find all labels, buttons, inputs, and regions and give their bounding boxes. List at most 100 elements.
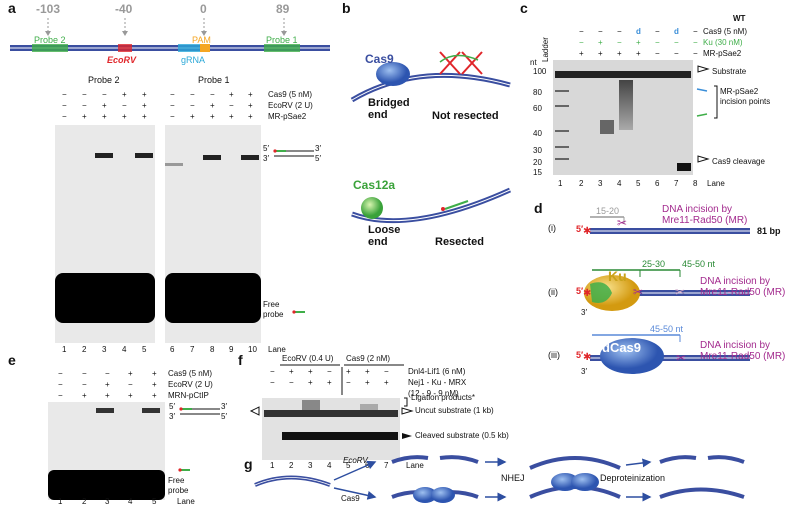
size-marker: 15	[533, 168, 542, 177]
lane-number: 7	[384, 461, 389, 470]
panel-label-e: e	[8, 352, 16, 368]
lane-label: Lane	[707, 179, 725, 188]
range-label: 25-30	[642, 259, 666, 269]
lane-number: 4	[122, 345, 127, 354]
lane-number: 9	[229, 345, 234, 354]
condition-sign: +	[248, 90, 253, 99]
condition-sign: −	[82, 101, 87, 110]
condition-sign: −	[346, 378, 351, 387]
lane-number: 1	[58, 497, 63, 506]
gel-image-c	[553, 60, 693, 175]
condition-sign: +	[102, 112, 107, 121]
lane-label: Lane	[406, 461, 424, 470]
condition-sign: d	[636, 27, 641, 36]
condition-label: Cas9 (5 nM)	[268, 90, 313, 99]
condition-sign: +	[636, 49, 641, 58]
range-label: 45-50 nt	[650, 324, 684, 334]
condition-sign: +	[365, 378, 370, 387]
row-label-i: (i)	[548, 223, 556, 233]
nt-label: nt	[530, 58, 537, 67]
panel-label-d: d	[534, 200, 543, 216]
condition-sign: +	[152, 369, 157, 378]
position-label: -103	[36, 2, 61, 16]
gel-title-probe2: Probe 2	[88, 75, 120, 85]
condition-sign: +	[210, 112, 215, 121]
svg-text:✂: ✂	[675, 285, 685, 299]
condition-sign: −	[170, 101, 175, 110]
gel-image-probe1	[165, 125, 261, 343]
condition-sign: +	[327, 378, 332, 387]
gel-image-probe2	[55, 125, 155, 343]
condition-sign: +	[82, 112, 87, 121]
cas9-header: Cas9 (2 nM)	[346, 354, 391, 363]
condition-sign: −	[62, 101, 67, 110]
lane-number: 6	[655, 179, 660, 188]
size-marker: 80	[533, 88, 542, 97]
ligation-label: Ligation products*	[411, 393, 476, 402]
wt-label: WT	[733, 14, 746, 23]
length-label: 81 bp	[757, 226, 781, 236]
size-marker: 100	[533, 67, 547, 76]
condition-sign: +	[128, 369, 133, 378]
row-label-iii: (iii)	[548, 350, 560, 360]
condition-sign: −	[210, 90, 215, 99]
condition-label: EcoRV (2 U)	[168, 380, 213, 389]
grna-label: gRNA	[181, 55, 206, 65]
condition-label: EcoRV (2 U)	[268, 101, 313, 110]
condition-sign: −	[62, 112, 67, 121]
probe2-label: Probe 2	[34, 35, 66, 45]
lane-number: 7	[674, 179, 679, 188]
size-marker: 40	[533, 129, 542, 138]
bridged-end-label: Bridged end	[368, 97, 410, 121]
svg-text:✂: ✂	[676, 351, 686, 365]
lane-label: Lane	[268, 345, 286, 354]
condition-sign: −	[289, 378, 294, 387]
strand-end-label: 3′	[315, 144, 321, 153]
condition-sign: +	[102, 101, 107, 110]
condition-sign: −	[190, 101, 195, 110]
condition-label: (12 - 9 - 9 nM)	[408, 389, 459, 398]
position-label: 89	[276, 2, 290, 16]
condition-sign: −	[58, 380, 63, 389]
condition-sign: −	[82, 380, 87, 389]
condition-sign: −	[270, 378, 275, 387]
lane-number: 5	[152, 497, 157, 506]
cas12a-label: Cas12a	[353, 178, 396, 192]
condition-sign: −	[82, 90, 87, 99]
condition-sign: −	[58, 391, 63, 400]
size-marker: 30	[533, 146, 542, 155]
pam-label: PAM	[192, 35, 211, 45]
svg-text:✂: ✂	[633, 285, 643, 299]
mr-incision-text: DNA incision by Mre11-Rad50 (MR)	[662, 204, 748, 226]
svg-text:✱: ✱	[583, 288, 591, 299]
condition-sign: +	[105, 380, 110, 389]
panel-label-f: f	[238, 352, 243, 368]
condition-sign: −	[598, 27, 603, 36]
condition-sign: +	[598, 38, 603, 47]
strand-end-label: 5′	[315, 154, 321, 163]
condition-sign: +	[142, 90, 147, 99]
ecorv-header: EcoRV (0.4 U)	[282, 354, 334, 363]
substrate-label: Substrate	[712, 67, 747, 76]
condition-label: Ku (30 nM)	[703, 38, 743, 47]
condition-sign: −	[693, 49, 698, 58]
condition-sign: +	[636, 38, 641, 47]
ecorv-label: EcoRV	[107, 55, 137, 65]
condition-sign: +	[579, 49, 584, 58]
condition-sign: +	[152, 391, 157, 400]
panel-label-a: a	[8, 0, 16, 16]
strand-end-label: 3′	[263, 154, 269, 163]
size-marker: 60	[533, 104, 542, 113]
uncut-label: Uncut substrate (1 kb)	[415, 406, 494, 415]
condition-sign: −	[58, 369, 63, 378]
five-prime-label: 5′	[576, 286, 584, 296]
mr-incision-text: DNA incision by Mre11-Rad50 (MR)	[700, 276, 786, 298]
panel-label-b: b	[342, 0, 351, 16]
condition-label: Nej1 - Ku - MRX	[408, 378, 467, 387]
lane-number: 4	[128, 497, 133, 506]
five-prime-label: 5′	[576, 350, 584, 360]
condition-sign: −	[62, 90, 67, 99]
probe1-label: Probe 1	[266, 35, 298, 45]
ku-label: Ku	[608, 268, 627, 284]
lane-number: 1	[270, 461, 275, 470]
